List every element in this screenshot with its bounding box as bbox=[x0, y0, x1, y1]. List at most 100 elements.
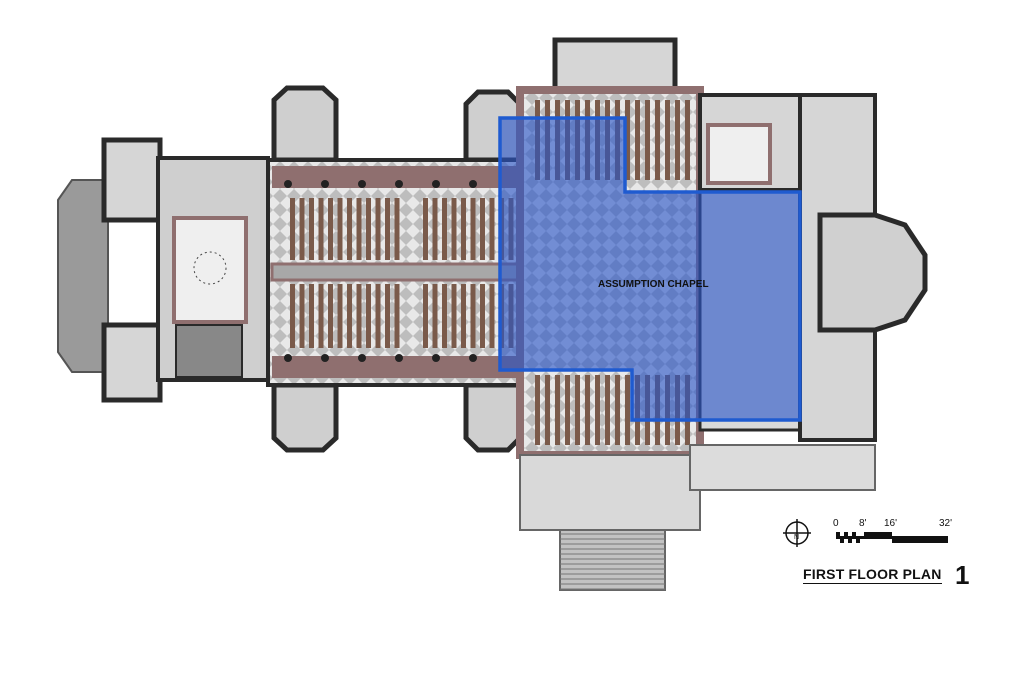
north-arrow-icon bbox=[783, 519, 811, 547]
pew bbox=[470, 198, 476, 260]
column bbox=[432, 354, 440, 362]
pew bbox=[645, 100, 650, 180]
pew bbox=[356, 198, 362, 260]
pew bbox=[635, 100, 640, 180]
sacristy-north-room bbox=[706, 123, 772, 185]
pew bbox=[328, 198, 333, 260]
assumption-chapel-highlight[interactable] bbox=[498, 116, 802, 422]
pew bbox=[375, 198, 381, 260]
pew bbox=[605, 375, 610, 445]
south-chapel-east bbox=[463, 382, 523, 453]
pew bbox=[309, 198, 314, 260]
pew bbox=[451, 284, 457, 348]
pew bbox=[685, 100, 690, 180]
sheet-number: 1 bbox=[955, 560, 970, 590]
column bbox=[469, 354, 477, 362]
scale-label-8: 8' bbox=[859, 518, 867, 529]
south-steps bbox=[559, 529, 666, 591]
plan-title: FIRST FLOOR PLAN bbox=[803, 566, 942, 584]
east-terrace bbox=[689, 444, 876, 491]
column bbox=[358, 180, 366, 188]
pew bbox=[625, 375, 630, 445]
pew bbox=[585, 375, 590, 445]
pew bbox=[461, 198, 466, 260]
pew bbox=[347, 284, 352, 348]
pew bbox=[575, 375, 580, 445]
column bbox=[469, 180, 477, 188]
pew bbox=[337, 198, 343, 260]
nave-south-band bbox=[272, 356, 520, 378]
pew bbox=[394, 198, 400, 260]
scale-bar bbox=[836, 532, 948, 543]
south-chapel-west bbox=[271, 382, 339, 453]
scale-label-16: 16' bbox=[884, 518, 898, 529]
center-aisle bbox=[270, 262, 522, 282]
south-stair-tower bbox=[101, 322, 163, 403]
pew bbox=[394, 284, 400, 348]
apse bbox=[817, 212, 928, 333]
pew bbox=[337, 284, 343, 348]
pew bbox=[309, 284, 314, 348]
north-label: N bbox=[794, 534, 800, 541]
pew bbox=[461, 284, 466, 348]
pew bbox=[318, 284, 324, 348]
pew bbox=[290, 198, 295, 260]
pew bbox=[489, 284, 495, 348]
pew bbox=[423, 198, 428, 260]
column bbox=[358, 354, 366, 362]
pew bbox=[480, 284, 485, 348]
pew bbox=[299, 198, 305, 260]
pew bbox=[318, 198, 324, 260]
pew bbox=[470, 284, 476, 348]
column bbox=[321, 180, 329, 188]
pew bbox=[565, 375, 570, 445]
pew bbox=[442, 198, 447, 260]
pew bbox=[535, 375, 540, 445]
nave-columns bbox=[284, 180, 477, 362]
south-porch bbox=[519, 454, 701, 531]
column bbox=[284, 180, 292, 188]
south-steps-treads bbox=[560, 533, 665, 590]
pew bbox=[366, 284, 371, 348]
west-porch bbox=[57, 179, 109, 373]
pew bbox=[655, 100, 660, 180]
column bbox=[284, 354, 292, 362]
north-chapel-west bbox=[271, 85, 339, 163]
pew bbox=[328, 284, 333, 348]
column bbox=[395, 180, 403, 188]
pew bbox=[385, 284, 390, 348]
north-stair-tower bbox=[101, 137, 163, 223]
pew bbox=[555, 375, 560, 445]
nave-north-band bbox=[272, 166, 520, 188]
scale-label-0: 0 bbox=[833, 518, 839, 529]
pew bbox=[356, 284, 362, 348]
pew bbox=[385, 198, 390, 260]
column bbox=[395, 354, 403, 362]
pew bbox=[480, 198, 485, 260]
pew bbox=[432, 284, 438, 348]
pew bbox=[423, 284, 428, 348]
pew bbox=[347, 198, 352, 260]
pew bbox=[625, 100, 630, 180]
pew bbox=[290, 284, 295, 348]
baptistry bbox=[172, 216, 248, 324]
column bbox=[432, 180, 440, 188]
font-circle bbox=[193, 251, 227, 285]
pew bbox=[366, 198, 371, 260]
pew bbox=[545, 375, 550, 445]
pew bbox=[432, 198, 438, 260]
pew bbox=[375, 284, 381, 348]
pew bbox=[675, 100, 680, 180]
assumption-chapel-label: ASSUMPTION CHAPEL bbox=[598, 279, 709, 290]
pew bbox=[489, 198, 495, 260]
pew bbox=[299, 284, 305, 348]
pew bbox=[442, 284, 447, 348]
scale-label-32: 32' bbox=[939, 518, 953, 529]
column bbox=[321, 354, 329, 362]
pew bbox=[665, 100, 670, 180]
vestibule-stair bbox=[175, 324, 243, 378]
pew bbox=[451, 198, 457, 260]
north-entry bbox=[552, 37, 678, 98]
